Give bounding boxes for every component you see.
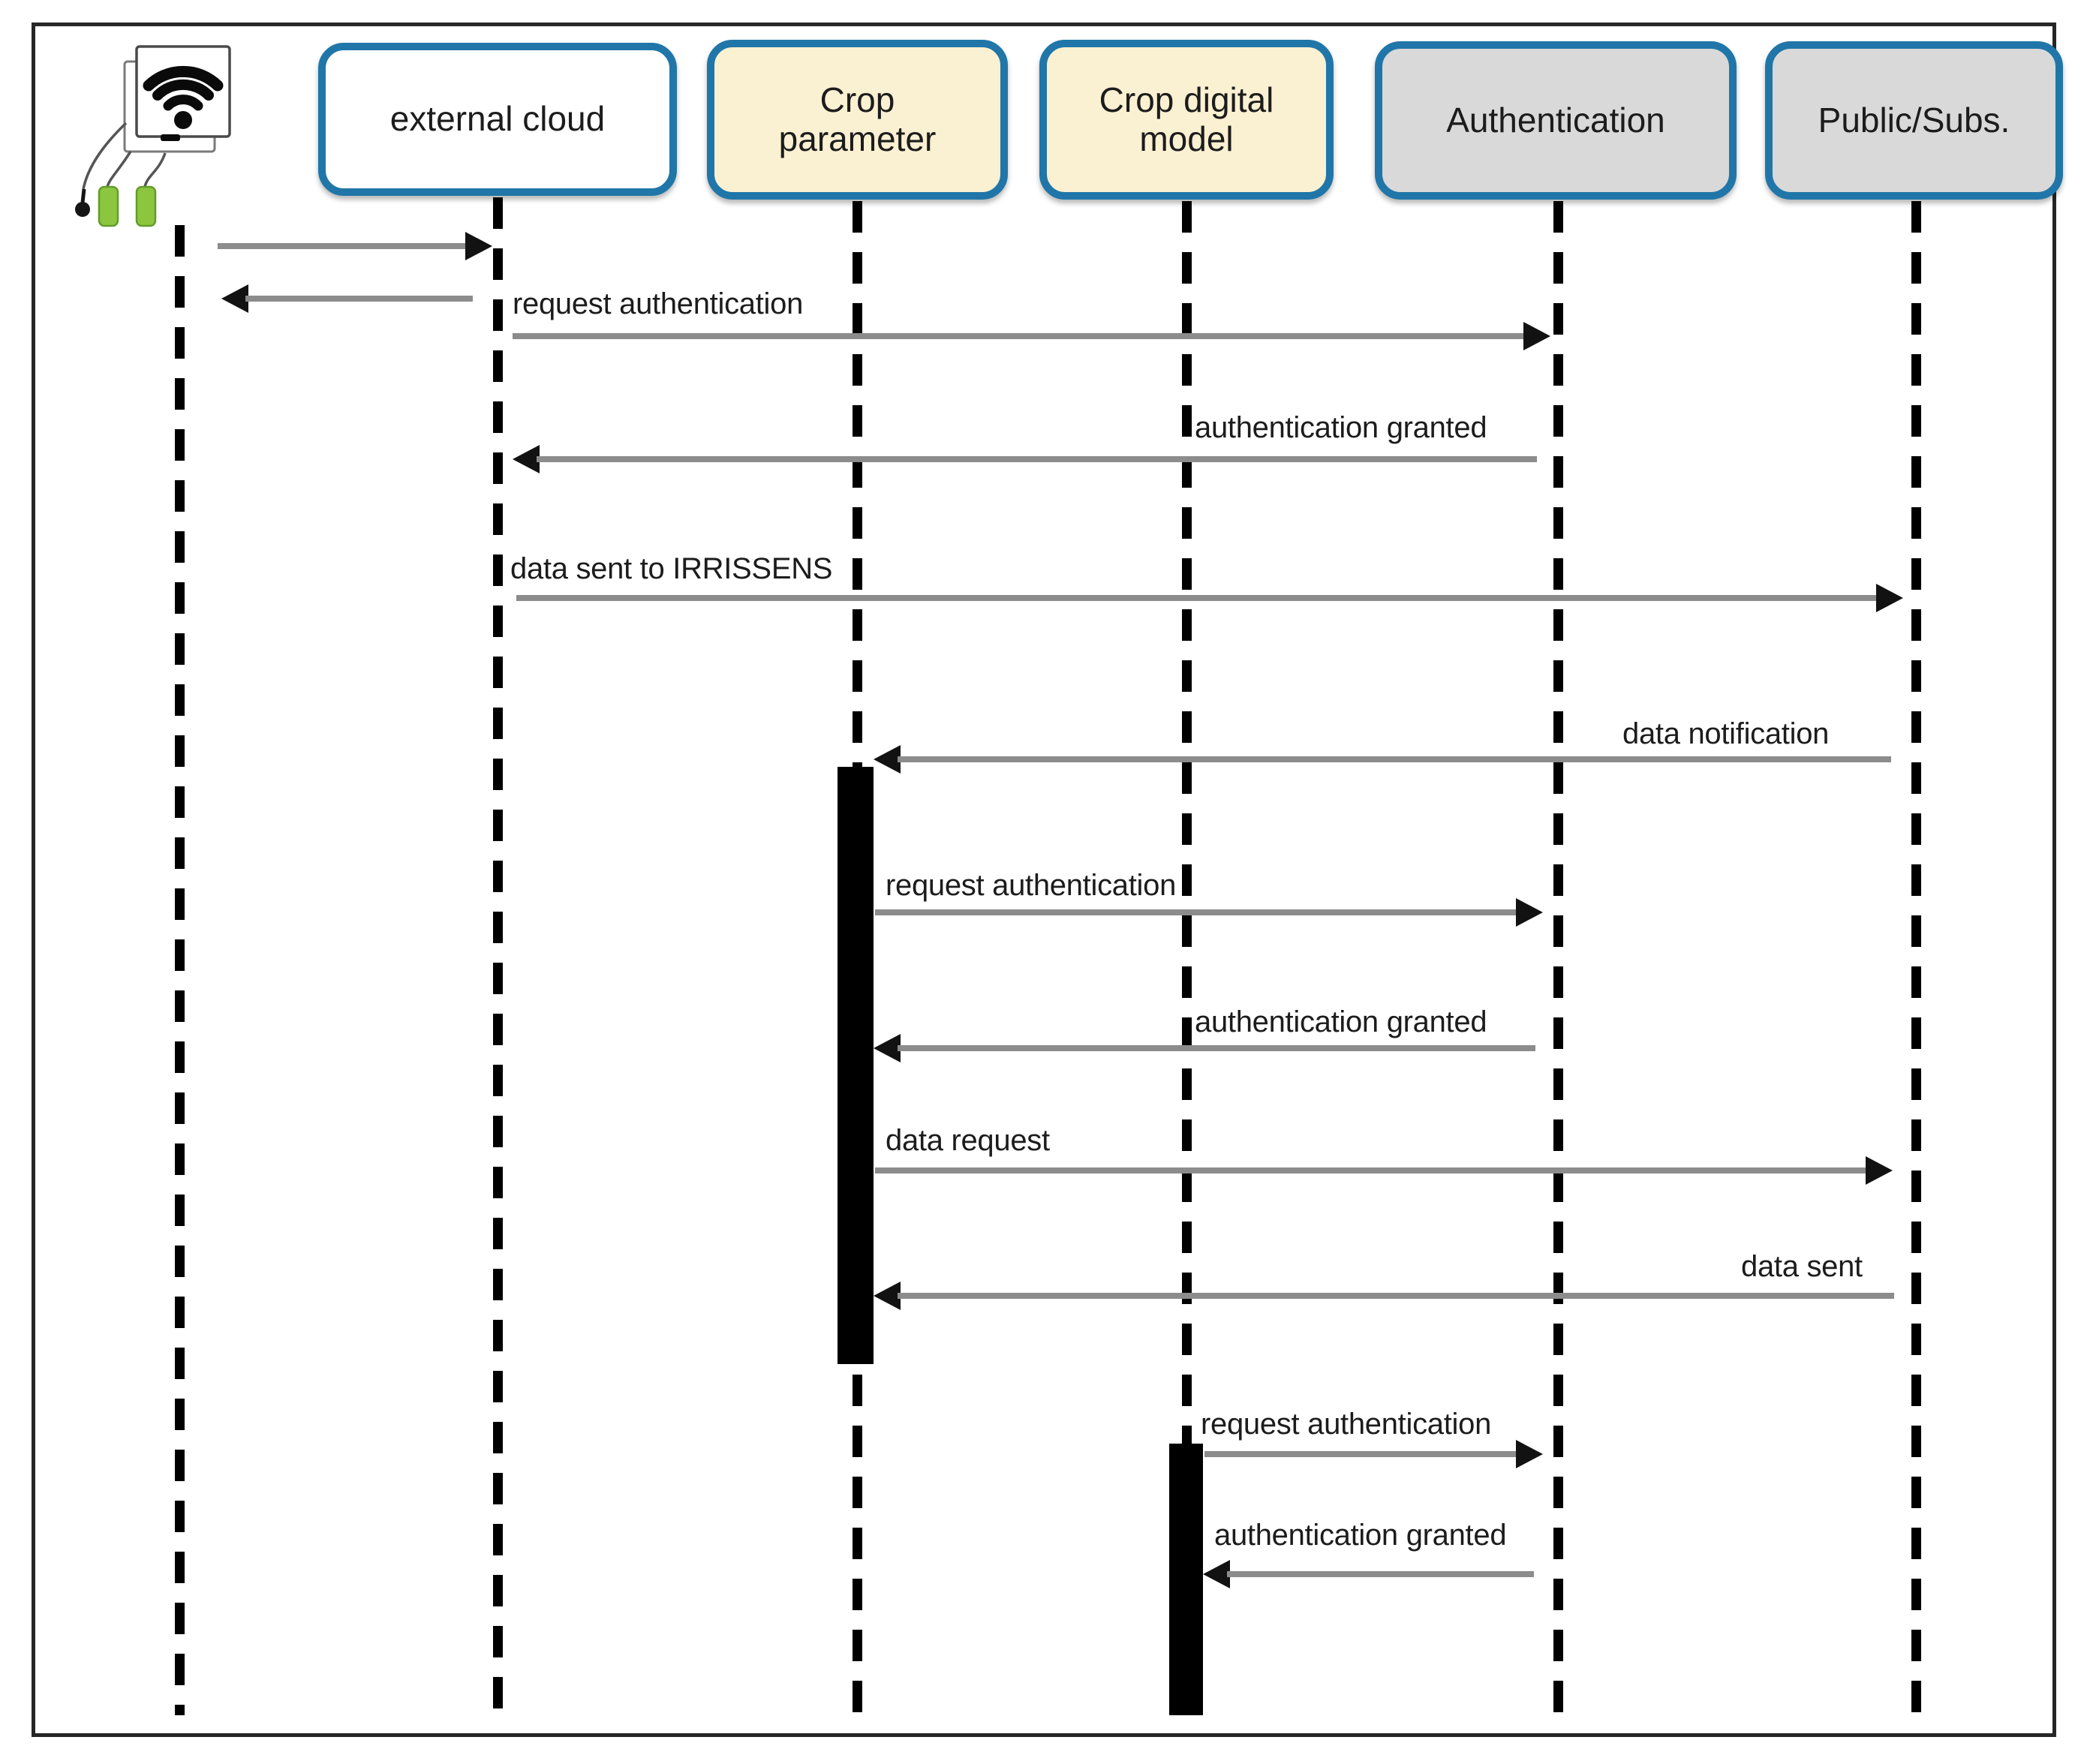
arrow-shaft	[898, 756, 1891, 762]
actor-label: Public/Subs.	[1818, 100, 2010, 140]
actor-label: Crop parameter	[778, 80, 937, 158]
message-label: request authentication	[513, 287, 804, 320]
arrowhead-right-icon	[1876, 584, 1903, 612]
message-label: request authentication	[1201, 1408, 1492, 1441]
actor-label: Crop digital model	[1099, 80, 1274, 158]
actor-public-subs: Public/Subs.	[1765, 41, 2063, 200]
message-label: request authentication	[886, 869, 1177, 902]
arrow-shaft	[218, 243, 468, 249]
arrowhead-left-icon	[513, 445, 540, 473]
green-probe-icon	[98, 185, 119, 227]
arrowhead-right-icon	[1523, 322, 1550, 350]
message-label: data sent to IRRISSENS	[510, 552, 833, 585]
arrowhead-left-icon	[221, 284, 248, 313]
arrow-shaft	[1227, 1571, 1534, 1577]
wifi-icon	[143, 65, 224, 111]
arrowhead-right-icon	[465, 232, 492, 260]
message-label: authentication granted	[1195, 411, 1487, 444]
arrowhead-left-icon	[874, 745, 901, 774]
actor-crop-parameter: Crop parameter	[707, 40, 1008, 200]
lifeline-external-cloud	[493, 197, 503, 1715]
activation-bar-crop-parameter	[838, 767, 874, 1364]
message-label: data notification	[1622, 717, 1830, 750]
arrow-shaft	[537, 456, 1537, 462]
arrowhead-left-icon	[1203, 1560, 1230, 1588]
arrow-shaft	[513, 333, 1526, 339]
actor-label: external cloud	[389, 99, 606, 139]
message-label: authentication granted	[1195, 1005, 1487, 1038]
arrow-shaft	[875, 1167, 1869, 1173]
arrow-shaft	[898, 1293, 1894, 1299]
message-label: authentication granted	[1214, 1519, 1507, 1552]
actor-authentication: Authentication	[1375, 41, 1737, 200]
arrow-shaft	[875, 909, 1519, 915]
arrow-shaft	[516, 595, 1879, 601]
arrowhead-right-icon	[1516, 1440, 1543, 1468]
arrowhead-right-icon	[1866, 1156, 1893, 1185]
probe-stem	[80, 188, 86, 203]
actor-external-cloud: external cloud	[318, 43, 677, 196]
sensor-port	[161, 134, 180, 141]
probe-tip-icon	[75, 202, 90, 217]
green-probe-icon	[135, 185, 157, 227]
arrowhead-left-icon	[874, 1034, 901, 1062]
lifeline-crop-digital-model	[1182, 201, 1192, 1715]
diagram-frame	[32, 23, 2056, 1737]
arrow-shaft	[1204, 1451, 1519, 1457]
lifeline-iot-sensor	[175, 225, 185, 1715]
arrow-shaft	[245, 296, 473, 302]
message-label: data sent	[1741, 1250, 1863, 1283]
iot-sensor-icon	[75, 45, 231, 227]
message-label: data request	[886, 1124, 1050, 1157]
sensor-front-panel	[135, 45, 231, 138]
arrowhead-right-icon	[1516, 898, 1543, 927]
actor-label: Authentication	[1446, 100, 1665, 140]
lifeline-public-subs	[1911, 201, 1921, 1715]
actor-crop-digital-model: Crop digital model	[1039, 40, 1334, 200]
sensor-wires	[82, 122, 167, 190]
activation-bar-crop-digital-model	[1169, 1444, 1203, 1715]
arrowhead-left-icon	[874, 1282, 901, 1310]
lifeline-authentication	[1553, 201, 1563, 1715]
arrow-shaft	[898, 1045, 1535, 1051]
wifi-dot	[174, 111, 192, 129]
